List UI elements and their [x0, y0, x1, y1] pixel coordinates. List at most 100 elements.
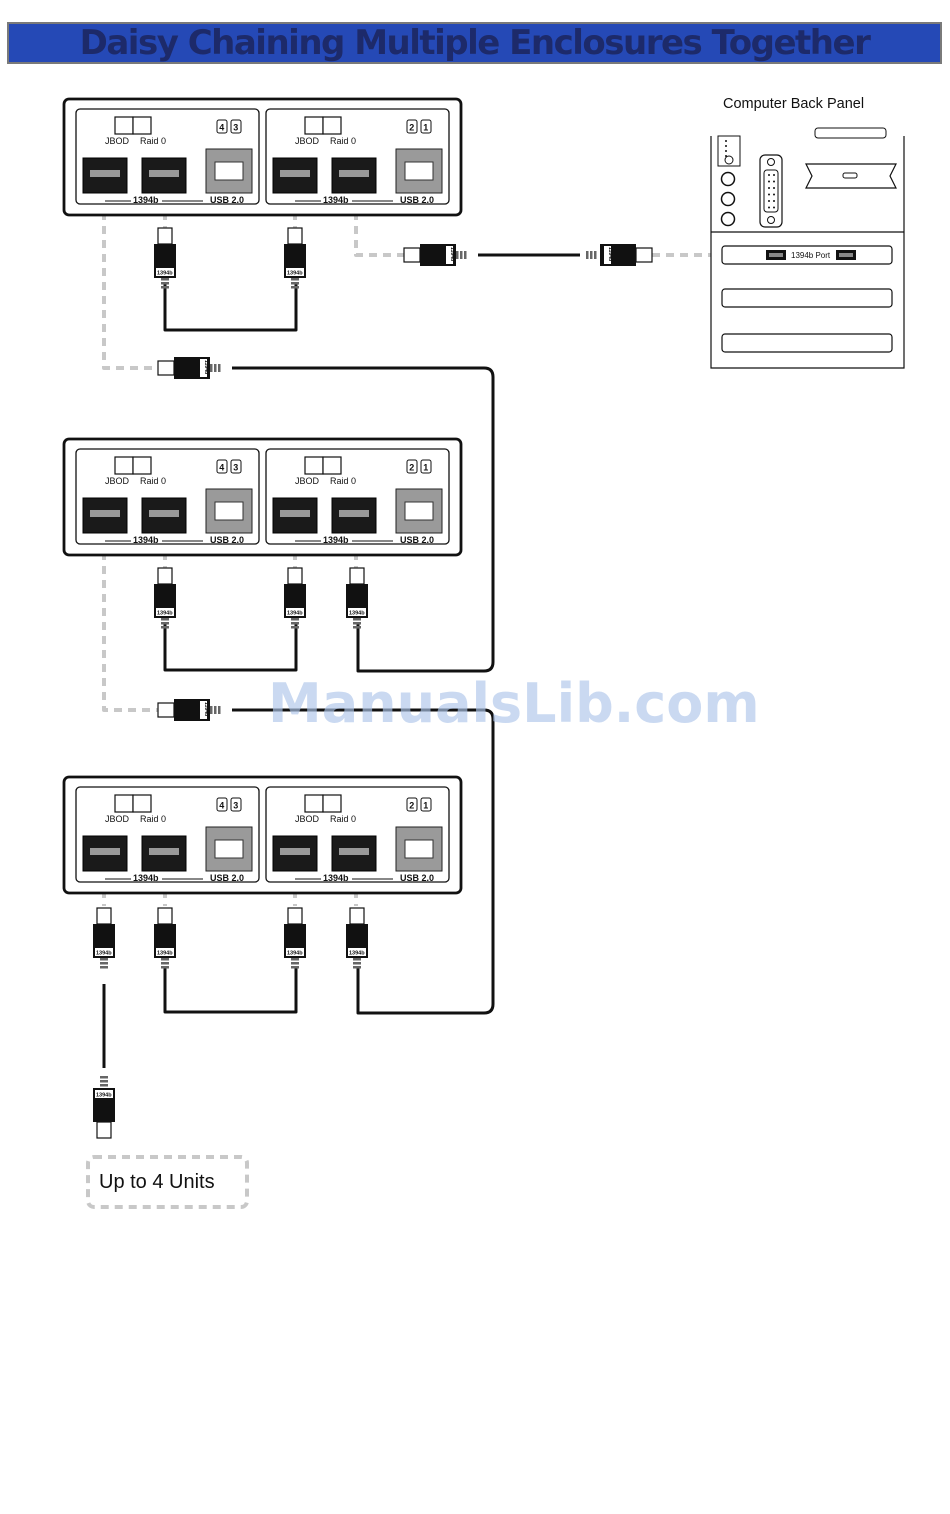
connector-label: 1394b	[287, 951, 303, 957]
page-title: Daisy Chaining Multiple Enclosures Toget…	[79, 23, 871, 63]
connector-strain-rib	[161, 966, 169, 969]
firewire-connector: 1394b	[586, 244, 653, 266]
drive-icon	[406, 119, 418, 134]
usb-port-slot	[404, 161, 434, 181]
drive-number: 2	[409, 463, 414, 473]
connector-strain-rib	[291, 966, 299, 969]
firewire-connector: 1394b	[346, 567, 368, 629]
firewire-port-slot	[149, 170, 179, 177]
raid0-label: Raid 0	[140, 814, 166, 824]
firewire-connector: 1394b	[284, 227, 306, 289]
vga-pin	[768, 187, 770, 189]
jbod-label: JBOD	[105, 136, 130, 146]
connector-strain-rib	[353, 958, 361, 961]
connector-label: 1394b	[607, 247, 613, 261]
cable-chain-2	[232, 708, 495, 1015]
pci-slot	[721, 333, 893, 353]
connector-strain-rib	[218, 706, 221, 714]
connector-label-tab	[95, 1090, 113, 1098]
connector-tip	[403, 247, 421, 263]
connector-label-tab	[286, 608, 304, 616]
cable-loop-2	[163, 624, 298, 672]
firewire-label: 1394b	[323, 195, 349, 205]
vga-pin	[768, 193, 770, 196]
connector-tip	[287, 907, 303, 925]
connector-strain-rib	[210, 364, 213, 372]
connector-strain-rib	[291, 962, 299, 965]
connector-strain-rib	[594, 251, 597, 259]
connector-strain-rib	[161, 626, 169, 629]
connector-tip	[157, 227, 173, 245]
solid-cable-layer	[102, 253, 580, 1068]
switch-jbod-box	[114, 116, 134, 135]
vga-pin	[768, 200, 770, 202]
usb-port-slot	[214, 839, 244, 859]
firewire-port-icon-slot	[839, 253, 853, 257]
vga-screw	[767, 158, 775, 166]
raid0-label: Raid 0	[330, 814, 356, 824]
connector-strain-rib	[214, 706, 217, 714]
drive-number: 4	[219, 463, 224, 473]
drive-number: 2	[409, 123, 414, 133]
firewire-connector: 1394b	[284, 567, 306, 629]
drive-icon	[420, 797, 432, 812]
switch-raid-box	[132, 456, 152, 475]
connector-label: 1394b	[157, 611, 173, 617]
firewire-port-slot	[339, 170, 369, 177]
connector-strain-rib	[100, 966, 108, 969]
firewire-connector: 1394b	[284, 907, 306, 969]
usb-port-slot	[214, 161, 244, 181]
firewire-port-slot	[339, 848, 369, 855]
connector-strain-rib	[353, 966, 361, 969]
usb-port-slot	[404, 501, 434, 521]
firewire-port-slot	[149, 510, 179, 517]
title-bar: Daisy Chaining Multiple Enclosures Toget…	[7, 22, 942, 64]
connector-tip	[157, 702, 175, 718]
connector-strain-rib	[161, 962, 169, 965]
note-box	[86, 1155, 249, 1209]
serial-screw	[724, 155, 734, 165]
cable-chain-1	[232, 366, 495, 673]
watermark: ManualsLib.com	[268, 672, 760, 735]
drive-icon	[406, 797, 418, 812]
drive-icon	[406, 459, 418, 474]
drive-icon	[230, 119, 242, 134]
firewire-port-slot	[280, 170, 310, 177]
switch-raid-box	[322, 456, 342, 475]
connector-strain-rib	[100, 958, 108, 961]
switch-raid-box	[322, 794, 342, 813]
vga-pin	[773, 187, 775, 189]
drive-number: 3	[233, 801, 238, 811]
connectors-layer: 1394b 1394b 1394b 1394b 1394b 1394b 1394b 1394b…	[93, 227, 653, 1139]
firewire-label: 1394b	[133, 535, 159, 545]
connector-tip	[287, 567, 303, 585]
connector-tip	[287, 227, 303, 245]
drive-number: 3	[233, 463, 238, 473]
connector-tip	[157, 360, 175, 376]
drive-number: 3	[233, 123, 238, 133]
connector-tip	[157, 907, 173, 925]
usb-label: USB 2.0	[210, 535, 244, 545]
firewire-connector: 1394b	[154, 907, 176, 969]
connector-strain-rib	[291, 626, 299, 629]
firewire-label: 1394b	[133, 873, 159, 883]
connector-label: 1394b	[96, 951, 112, 957]
connector-strain-rib	[353, 962, 361, 965]
connector-strain-rib	[100, 1076, 108, 1079]
audio-jack	[720, 171, 736, 187]
serial-port	[717, 135, 741, 167]
connector-strain-rib	[291, 958, 299, 961]
drive-icon	[230, 797, 242, 812]
dashed-lead	[354, 212, 406, 257]
note-layer: Up to 4 Units	[86, 1155, 249, 1209]
drive-icon	[216, 797, 228, 812]
drive-number: 1	[423, 123, 428, 133]
connector-label: 1394b	[157, 271, 173, 277]
connector-strain-rib	[464, 251, 467, 259]
connector-label-tab	[95, 948, 113, 956]
connector-strain-rib	[161, 278, 169, 281]
firewire-port-slot	[280, 510, 310, 517]
drive-icon	[420, 119, 432, 134]
